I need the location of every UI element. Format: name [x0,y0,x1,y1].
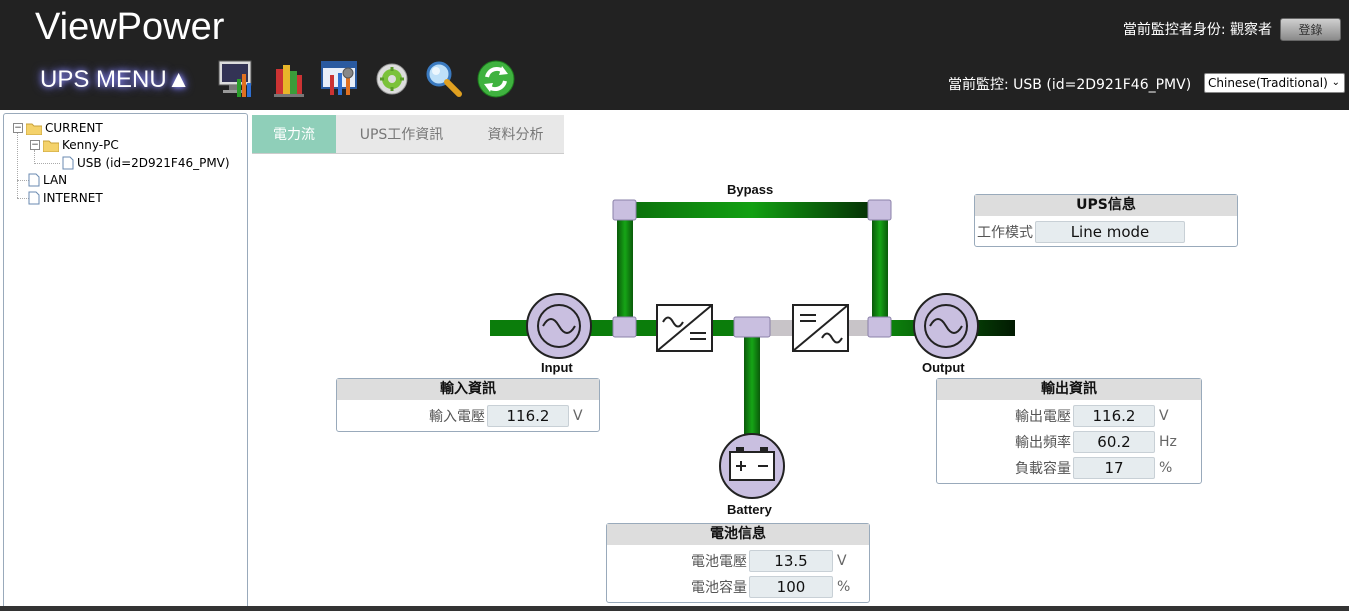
main-tabs: 電力流 UPS工作資訊 資料分析 [252,115,564,154]
tree-item-internet[interactable]: INTERNET [28,191,103,205]
output-voltage-unit: V [1159,408,1169,424]
output-ac-icon [913,293,979,359]
ups-menu-label: UPS MENU [40,66,167,93]
load-capacity-value: 17 [1073,457,1155,479]
toolbar [216,58,516,100]
tree-label-usb-device: USB (id=2D921F46_PMV) [77,156,230,170]
inverter-icon [792,304,849,352]
output-label: Output [922,360,965,375]
input-label: Input [541,360,573,375]
refresh-icon[interactable] [476,58,516,100]
tab-data-analysis[interactable]: 資料分析 [487,127,544,143]
output-info-panel: 輸出資訊 輸出電壓 116.2 V 輸出頻率 60.2 Hz 負載容量 17 % [936,378,1202,484]
ups-menu-arrow-icon: ▲ [166,66,191,93]
output-frequency-value: 60.2 [1073,431,1155,453]
identity-label: 當前監控者身份: [1122,22,1226,38]
config-window-icon[interactable] [320,58,360,100]
folder-icon [43,140,59,152]
battery-line [744,330,760,440]
work-mode-value: Line mode [1035,221,1185,243]
junction-bypass-left [612,199,637,221]
document-icon [62,156,74,170]
battery-capacity-value: 100 [749,576,833,598]
battery-voltage-value: 13.5 [749,550,833,572]
input-voltage-unit: V [573,408,583,424]
magnifier-icon[interactable] [424,58,464,100]
battery-info-title: 電池信息 [607,524,869,545]
tree-label-internet: INTERNET [43,191,103,205]
junction-battery [733,316,771,338]
bottom-scrollbar[interactable] [0,606,1349,611]
tree-label-current: CURRENT [45,121,103,135]
ups-info-panel: UPS信息 工作模式 Line mode [974,194,1238,247]
output-voltage-label: 輸出電壓 [1015,409,1071,425]
tree-item-lan[interactable]: LAN [28,173,67,187]
input-line [490,320,625,336]
load-capacity-unit: % [1159,460,1173,476]
tab-power-flow[interactable]: 電力流 [252,115,336,153]
tree-item-usb-device[interactable]: USB (id=2D921F46_PMV) [62,156,230,170]
books-icon[interactable] [268,58,308,100]
input-info-title: 輸入資訊 [337,379,599,400]
tree-label-kenny-pc: Kenny-PC [62,138,119,152]
junction-input [612,316,637,338]
ups-menu-button[interactable]: UPS MENU▲ [40,66,190,94]
app-header: ViewPower UPS MENU▲ [0,0,1349,110]
battery-capacity-unit: % [837,579,851,595]
input-ac-icon [526,293,592,359]
bypass-right-riser [872,210,888,328]
work-mode-label: 工作模式 [977,225,1033,241]
inverter-line-idle [770,320,880,336]
bypass-label: Bypass [727,182,774,197]
monitor-chart-icon[interactable] [216,58,256,100]
device-tree: − CURRENT − Kenny-PC USB (id=2D921F46_PM… [3,113,248,610]
output-line [880,320,1015,336]
battery-voltage-label: 電池電壓 [691,554,747,570]
output-voltage-value: 116.2 [1073,405,1155,427]
input-voltage-value: 116.2 [487,405,569,427]
language-value: Chinese(Traditional) [1208,76,1328,90]
document-icon [28,173,40,187]
rectifier-icon [656,304,713,352]
gear-icon[interactable] [372,58,412,100]
output-frequency-unit: Hz [1159,434,1177,450]
folder-icon [26,123,42,135]
output-frequency-label: 輸出頻率 [1015,435,1071,451]
tab-ups-info[interactable]: UPS工作資訊 [359,127,444,143]
monitor-label: 當前監控: [948,77,1009,93]
battery-voltage-unit: V [837,553,847,569]
identity-value: 觀察者 [1230,22,1272,38]
current-monitor: 當前監控: USB (id=2D921F46_PMV) [948,74,1191,94]
bypass-left-riser [617,210,633,328]
monitor-value: USB (id=2D921F46_PMV) [1013,77,1192,93]
document-icon [28,191,40,205]
chevron-down-icon: ⌄ [1331,77,1340,88]
tree-label-lan: LAN [43,173,68,187]
input-info-panel: 輸入資訊 輸入電壓 116.2 V [336,378,600,432]
ups-info-title: UPS信息 [975,195,1237,216]
app-title: ViewPower [35,6,225,48]
rectifier-line [625,320,735,336]
junction-bypass-right [867,199,892,221]
tree-item-kenny-pc[interactable]: − Kenny-PC [30,138,119,152]
output-info-title: 輸出資訊 [937,379,1201,400]
current-user-identity: 當前監控者身份: 觀察者 [1123,19,1272,39]
battery-label: Battery [727,502,772,517]
login-button[interactable]: 登錄 [1280,18,1341,41]
battery-icon [719,433,785,499]
input-voltage-label: 輸入電壓 [429,409,485,425]
collapse-icon[interactable]: − [30,140,40,150]
tree-item-current[interactable]: − CURRENT [13,121,103,135]
battery-info-panel: 電池信息 電池電壓 13.5 V 電池容量 100 % [606,523,870,603]
battery-capacity-label: 電池容量 [691,580,747,596]
load-capacity-label: 負載容量 [1015,461,1071,477]
language-select[interactable]: Chinese(Traditional) ⌄ [1204,73,1345,93]
collapse-icon[interactable]: − [13,123,23,133]
bypass-line [624,202,880,218]
junction-output [867,316,892,338]
